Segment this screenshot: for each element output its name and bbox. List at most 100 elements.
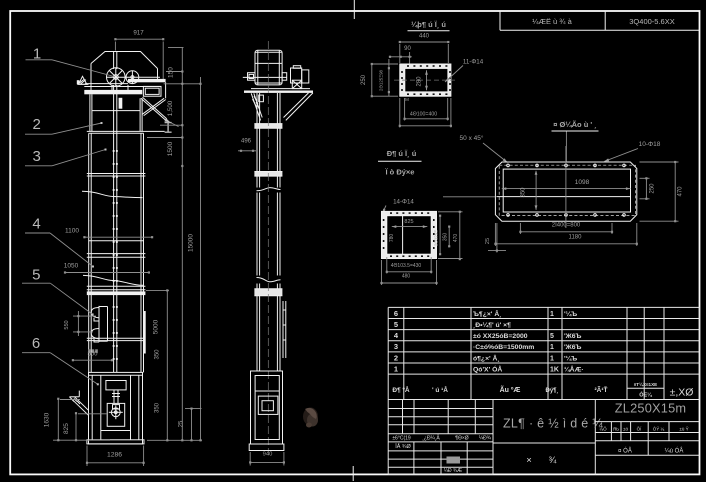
svg-text:ЯЬ: ЯЬ <box>613 427 619 432</box>
svg-text:5: 5 <box>32 266 40 283</box>
svg-text:¼Ð ¾Æ: ¼Ð ¾Æ <box>444 468 462 474</box>
svg-text:1: 1 <box>550 355 554 362</box>
svg-text:±ó: ±ó <box>623 427 628 432</box>
svg-text:440: 440 <box>419 34 430 40</box>
svg-text:4Θ103.5=430: 4Θ103.5=430 <box>391 263 422 269</box>
svg-text:¸Ð•¼¶' ú' ×¶: ¸Ð•¼¶' ú' ×¶ <box>473 321 511 329</box>
svg-text:Đ¶ ú Ï¸ ú: Đ¶ ú Ï¸ ú <box>387 149 417 158</box>
svg-text:2: 2 <box>394 353 398 362</box>
svg-text:917: 917 <box>133 30 144 37</box>
svg-text:780: 780 <box>389 234 395 243</box>
svg-text:825: 825 <box>404 219 413 225</box>
svg-text:4: 4 <box>394 331 399 340</box>
svg-text:¤Т¼X¤1ХЕ: ¤Т¼X¤1ХЕ <box>634 381 658 387</box>
svg-text:496: 496 <box>241 139 252 145</box>
svg-text:1: 1 <box>33 46 41 63</box>
svg-text:3Q400-5.6XX: 3Q400-5.6XX <box>629 17 674 26</box>
svg-text:470: 470 <box>453 234 459 243</box>
svg-text:²Ã¹Ť: ²Ã¹Ť <box>595 385 608 394</box>
svg-text:25: 25 <box>485 238 491 244</box>
svg-text:'¼Ъ: '¼Ъ <box>564 310 577 318</box>
svg-text:¼ù ÓÅ: ¼ù ÓÅ <box>665 448 684 455</box>
svg-text:1180: 1180 <box>569 234 583 240</box>
svg-text:×: × <box>526 455 532 466</box>
svg-text:1098: 1098 <box>575 179 590 186</box>
svg-text:2Θ125Ξ: 2Θ125Ξ <box>434 230 439 246</box>
svg-text:¤ Ø¼Ão ù ' ¸: ¤ Ø¼Ão ù ' ¸ <box>553 120 596 129</box>
svg-text:2Ι400=800: 2Ι400=800 <box>552 223 581 229</box>
svg-text:1: 1 <box>550 311 554 318</box>
svg-text:±6°C(19: ±6°C(19 <box>392 436 411 442</box>
svg-text:350: 350 <box>443 233 449 242</box>
svg-text:550: 550 <box>64 320 70 329</box>
svg-text:470: 470 <box>678 186 684 197</box>
svg-text:1500: 1500 <box>167 141 174 156</box>
svg-text:350: 350 <box>521 187 527 198</box>
svg-text:ÓΕ¼: ÓΕ¼ <box>639 391 652 399</box>
svg-text:±ü Ŷ: ±ü Ŷ <box>679 426 688 432</box>
svg-text:940: 940 <box>263 452 273 458</box>
svg-text:¸¿Đ¼¸Â: ¸¿Đ¼¸Â <box>422 435 440 442</box>
svg-text:Đ¶ ºÅ: Đ¶ ºÅ <box>392 385 409 394</box>
svg-text:1286: 1286 <box>107 452 122 459</box>
svg-text:¼Ð¾: ¼Ð¾ <box>479 436 492 442</box>
svg-text:15000: 15000 <box>187 234 194 252</box>
svg-text:M: M <box>405 97 409 102</box>
svg-text:50 x 45°: 50 x 45° <box>460 134 484 142</box>
svg-text:ó¶¿×' Â¸: ó¶¿×' Â¸ <box>473 353 500 362</box>
svg-text:5: 5 <box>394 320 398 329</box>
svg-text:ÓΫ ¼: ÓΫ ¼ <box>653 426 665 432</box>
svg-text:ZL¶ · ê ½ ì d é ¼: ZL¶ · ê ½ ì d é ¼ <box>503 417 603 431</box>
svg-text:¾: ¾ <box>549 455 558 466</box>
svg-text:150: 150 <box>168 67 175 78</box>
svg-text:480: 480 <box>402 273 411 279</box>
svg-text:ÕÍ: ÕÍ <box>637 426 643 432</box>
svg-text:ÎÅ ¾Ø: ÎÅ ¾Ø <box>394 443 411 450</box>
svg-text:¼Ö: ¼Ö <box>599 426 607 432</box>
svg-text:ZL250X15m: ZL250X15m <box>615 401 687 416</box>
svg-text:11-Φ14: 11-Φ14 <box>463 59 484 66</box>
svg-text:25: 25 <box>179 420 185 427</box>
svg-text:1630: 1630 <box>44 412 51 427</box>
svg-text:¼ÅÆ·: ¼ÅÆ· <box>564 364 584 373</box>
svg-text:1,500: 1,500 <box>167 100 174 116</box>
svg-text:500: 500 <box>87 352 98 358</box>
svg-text:'¼Ъ: '¼Ъ <box>564 354 577 362</box>
svg-text:Qó'X' ÓÅ: Qó'X' ÓÅ <box>473 364 502 373</box>
svg-text:250: 250 <box>650 183 656 194</box>
svg-text:3: 3 <box>394 342 398 351</box>
svg-text:Ãu ºÆ: Ãu ºÆ <box>500 385 521 394</box>
svg-text:1100: 1100 <box>65 228 79 235</box>
svg-text:Đý¶¸: Đý¶¸ <box>545 388 558 394</box>
svg-text:5: 5 <box>550 333 554 340</box>
svg-text:'Ж6Ъ: 'Ж6Ъ <box>564 333 582 340</box>
svg-text:14-Φ14: 14-Φ14 <box>393 199 414 206</box>
svg-text:1050: 1050 <box>64 263 79 270</box>
svg-text:¶Θ×Ø: ¶Θ×Ø <box>455 436 468 442</box>
svg-text:Ъ¶¿×' Â¸: Ъ¶¿×' Â¸ <box>473 309 502 318</box>
svg-text:825: 825 <box>63 423 70 434</box>
svg-text:¤ ÓÅ: ¤ ÓÅ <box>618 448 632 455</box>
svg-text:'Ж6Ъ: 'Ж6Ъ <box>564 344 582 351</box>
svg-text:¼ÆË ù ¾ à: ¼ÆË ù ¾ à <box>532 17 572 26</box>
svg-text:¼þ¶ ú Ï¸ ú: ¼þ¶ ú Ï¸ ú <box>411 20 446 29</box>
svg-text:90: 90 <box>404 46 411 52</box>
svg-text:1: 1 <box>550 344 554 351</box>
svg-text:350: 350 <box>155 349 161 360</box>
svg-text:1: 1 <box>394 364 398 373</box>
svg-text:4Θ100=400: 4Θ100=400 <box>410 112 437 118</box>
svg-text:3: 3 <box>33 148 41 165</box>
svg-text:250: 250 <box>361 74 367 85</box>
svg-text:2: 2 <box>33 116 41 133</box>
svg-text:10-Φ18: 10-Φ18 <box>639 141 661 148</box>
svg-text:' ú ¹Å: ' ú ¹Å <box>432 385 448 394</box>
svg-text:5000: 5000 <box>153 319 160 334</box>
svg-text:1K: 1K <box>550 366 559 373</box>
svg-text:Ï ò Đý×e: Ï ò Đý×e <box>385 168 415 177</box>
svg-text:·C±ó%óB=1500mm: ·C±ó%óB=1500mm <box>473 344 534 351</box>
svg-text:350: 350 <box>155 402 161 413</box>
svg-text:±ó XX25óB=2000: ±ó XX25óB=2000 <box>473 333 528 340</box>
svg-text:4: 4 <box>32 216 40 233</box>
svg-text:2Θ125Ξ98: 2Θ125Ξ98 <box>379 69 384 90</box>
svg-text:6: 6 <box>32 335 40 352</box>
